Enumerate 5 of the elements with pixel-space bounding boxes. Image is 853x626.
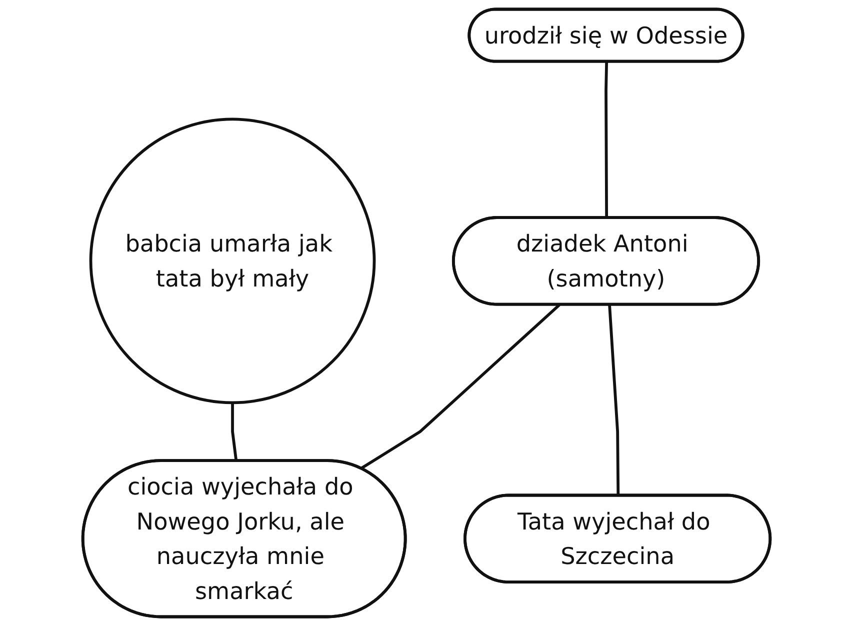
connector <box>360 304 560 470</box>
node-circle: babcia umarła jak tata był mały <box>89 118 376 404</box>
connector <box>231 402 238 462</box>
connector <box>608 304 620 496</box>
connector <box>604 62 608 218</box>
